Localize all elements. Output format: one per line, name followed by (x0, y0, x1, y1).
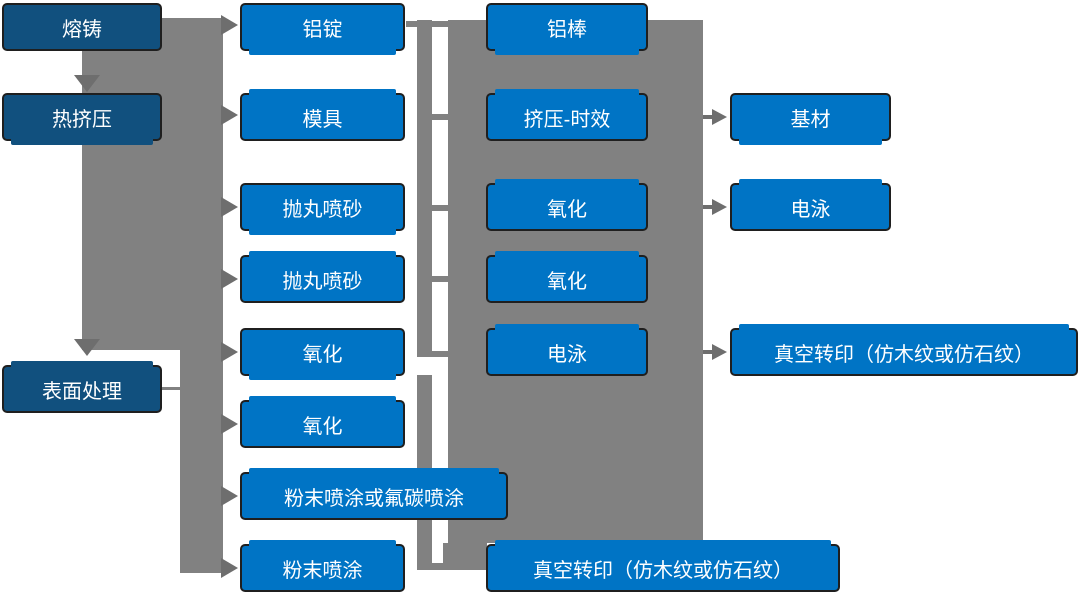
node-electrophoresis-1: 电泳 (486, 324, 648, 376)
node-powder-or-fluorocarbon-coating: 粉末喷涂或氟碳喷涂 (240, 468, 508, 520)
connector-surface-treatment-stub (162, 387, 182, 390)
connector-left-band-lower (180, 350, 223, 573)
arrow-right-to-substrate-icon (712, 109, 727, 125)
node-aluminum-rod: 铝棒 (486, 3, 648, 55)
connector-stub-row1 (406, 21, 448, 27)
node-surface-treatment: 表面处理 (2, 361, 162, 413)
node-shot-blasting-2: 抛丸喷砂 (240, 251, 405, 303)
arrow-right-to-powder-or-fluorocarbon-icon (221, 486, 238, 506)
arrow-right-to-mold-icon (221, 105, 238, 125)
arrow-right-to-oxidation-1-icon (221, 342, 238, 362)
arrow-down-to-hot-extrusion-icon (74, 75, 100, 92)
node-aluminum-ingot: 铝锭 (240, 3, 405, 55)
arrow-right-to-shot-blasting-1-icon (221, 197, 238, 217)
arrow-tail-to-electrophoresis-2 (703, 205, 715, 209)
arrow-down-to-surface-treatment-icon (74, 339, 100, 356)
arrow-right-to-shot-blasting-2-icon (221, 269, 238, 289)
node-oxidation-4: 氧化 (486, 251, 648, 303)
arrow-tail-to-substrate (703, 115, 715, 119)
connector-stub-row2 (432, 114, 448, 120)
node-vacuum-transfer-1: 真空转印（仿木纹或仿石纹） (486, 540, 840, 592)
arrow-right-to-vacuum-transfer-2-icon (712, 344, 727, 360)
arrow-right-to-aluminum-ingot-icon (221, 15, 238, 35)
node-hot-extrusion: 热挤压 (2, 93, 162, 145)
node-melting-casting: 熔铸 (2, 3, 162, 51)
connector-bottom-extension (443, 543, 487, 570)
connector-stub-row4 (432, 276, 448, 282)
connector-middle-band-upper (417, 20, 432, 357)
arrow-right-to-oxidation-2-icon (221, 414, 238, 434)
node-vacuum-transfer-2: 真空转印（仿木纹或仿石纹） (730, 324, 1078, 376)
node-shot-blasting-1: 抛丸喷砂 (240, 183, 405, 235)
node-mold: 模具 (240, 89, 405, 141)
node-extrusion-aging: 挤压-时效 (486, 89, 648, 141)
arrow-tail-to-vacuum-transfer-2 (703, 350, 715, 354)
node-oxidation-3: 氧化 (486, 179, 648, 231)
connector-stub-row3 (432, 205, 448, 211)
connector-left-band-upper (82, 18, 223, 350)
connector-stub-row5 (432, 351, 448, 357)
arrow-right-to-powder-coating-icon (221, 558, 238, 578)
connector-stub-bottom (417, 563, 448, 570)
node-powder-coating: 粉末喷涂 (240, 540, 405, 592)
node-oxidation-1: 氧化 (240, 328, 405, 380)
node-oxidation-2: 氧化 (240, 396, 405, 448)
node-substrate: 基材 (730, 93, 891, 145)
node-electrophoresis-2: 电泳 (730, 179, 891, 231)
arrow-right-to-electrophoresis-2-icon (712, 199, 727, 215)
